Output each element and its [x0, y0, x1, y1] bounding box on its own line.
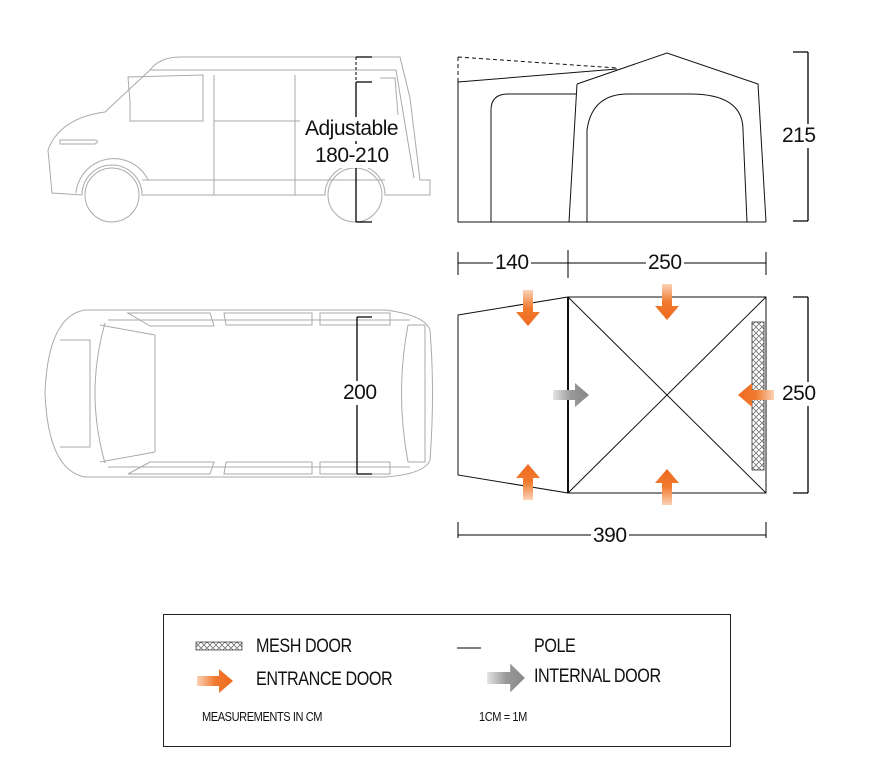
main-depth-label: 250 [646, 251, 684, 275]
entrance-door-arrow [655, 284, 679, 320]
internal-door-arrow [553, 383, 589, 407]
entrance-door-arrow [655, 469, 679, 505]
van-width-label: 200 [341, 381, 379, 405]
legend-entrance-door-label: ENTRANCE DOOR [256, 669, 393, 690]
entrance-door-arrow [516, 464, 540, 500]
van-height-label-line2: 180-210 [313, 144, 391, 168]
legend-box [163, 614, 731, 747]
legend-units-note: MEASUREMENTS IN CM [202, 709, 323, 724]
tent-width-label: 250 [780, 382, 818, 406]
tent-depth-dimension [457, 250, 767, 278]
legend-scale-note: 1CM = 1M [479, 709, 527, 724]
tent-height-label: 215 [780, 124, 818, 148]
tent-side-view [457, 52, 767, 223]
van-top-view [44, 309, 433, 478]
tent-floor-plan [457, 296, 767, 494]
total-length-label: 390 [591, 524, 629, 548]
legend-mesh-door-label: MESH DOOR [256, 636, 352, 657]
legend-entrance-arrow-icon [197, 669, 233, 693]
legend-internal-arrow-icon [487, 663, 525, 693]
legend-internal-door-label: INTERNAL DOOR [534, 666, 661, 687]
legend-mesh-icon [195, 641, 243, 651]
legend-pole-label: POLE [534, 636, 576, 657]
van-side-view [47, 56, 431, 223]
annex-depth-label: 140 [493, 251, 531, 275]
entrance-door-arrow [516, 290, 540, 326]
van-height-label-line1: Adjustable [303, 117, 401, 141]
